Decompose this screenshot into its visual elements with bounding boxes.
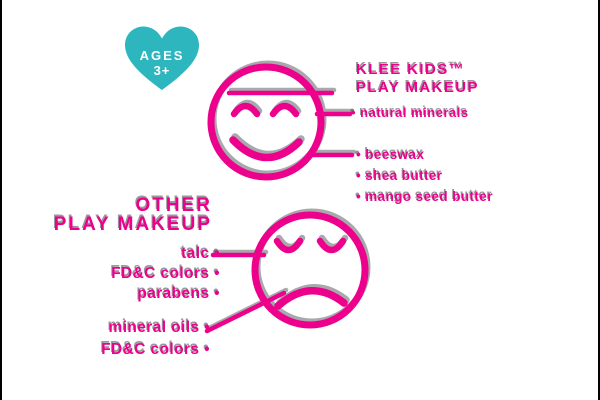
klee-ingredient-item: • beeswax	[356, 147, 425, 162]
other-mouth-item-list: mineral oils • FD&C colors •	[30, 317, 210, 361]
klee-title: KLEE KIDS™ PLAY MAKEUP	[356, 61, 479, 97]
other-eye-item: parabens •	[137, 285, 220, 302]
klee-ingredient-list: • beeswax • shea butter • mango seed but…	[356, 144, 493, 207]
klee-title-line2: PLAY MAKEUP	[356, 79, 479, 96]
other-title: OTHER PLAY MAKEUP	[40, 196, 212, 234]
heart-icon	[125, 26, 199, 90]
other-mouth-item: FD&C colors •	[101, 341, 210, 358]
other-eye-item-list: talc • FD&C colors • parabens •	[40, 244, 220, 304]
klee-title-line1: KLEE KIDS™	[356, 61, 466, 78]
ages-badge: AGES 3+	[124, 48, 200, 78]
left-edge-bar	[0, 0, 2, 400]
other-eye-item: FD&C colors •	[111, 265, 220, 282]
other-title-line2: PLAY MAKEUP	[53, 214, 212, 235]
ages-badge-line1: AGES	[139, 48, 185, 63]
other-title-line1: OTHER	[135, 195, 212, 216]
ages-badge-line2: 3+	[153, 63, 171, 78]
right-edge-bar	[598, 0, 600, 400]
other-eye-item: talc •	[181, 245, 220, 262]
natural-minerals-callout: • natural minerals	[351, 105, 469, 120]
klee-ingredient-item: • shea butter	[356, 168, 443, 183]
klee-ingredient-item: • mango seed butter	[356, 189, 493, 204]
other-mouth-item: mineral oils •	[108, 319, 210, 336]
